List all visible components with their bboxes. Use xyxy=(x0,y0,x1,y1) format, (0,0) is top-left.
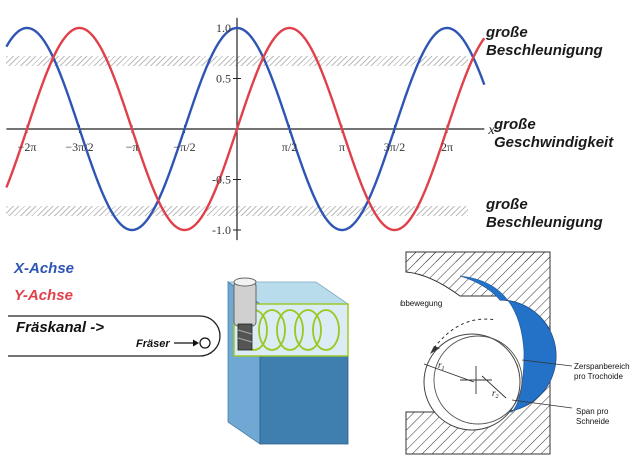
x-tick-label: −3π/2 xyxy=(65,140,93,154)
trochoid-coils xyxy=(240,309,340,351)
tool-shank xyxy=(233,281,257,327)
sine-cosine-plot: x −2π −3π/2 −π −π/2 π/2 π 3π/2 2π 1.0 0.5 -0.5 -1.0 xyxy=(5,17,496,241)
annotation-bottom-line2: Beschleunigung xyxy=(486,214,603,231)
tool-circle-inner xyxy=(433,335,523,425)
x-tick-label: −2π xyxy=(18,140,37,154)
annotation-mid-line2: Geschwindigkeit xyxy=(494,134,614,151)
feed-arc xyxy=(433,318,497,349)
tool-flute-line xyxy=(237,337,253,343)
cos-curve xyxy=(5,26,486,232)
annotation-top: große Beschleunigung xyxy=(486,24,603,60)
plot-labels: x −2π −3π/2 −π −π/2 π/2 π 3π/2 2π 1.0 0.5 -0.5 -1.0 xyxy=(18,21,496,237)
tool-flute-line xyxy=(237,329,253,335)
tool-flutes xyxy=(237,323,253,351)
feed-label: Vorschubbewegung xyxy=(400,299,442,308)
chip-label-line2: Schneide xyxy=(576,417,610,426)
cut-area-label-line1: Zerspanbereich xyxy=(574,362,630,371)
annotation-bottom: große Beschleunigung xyxy=(486,196,603,232)
annotation-bottom-line1: große xyxy=(486,196,528,213)
workpiece-block-3d xyxy=(226,277,350,445)
cutter-circle xyxy=(199,337,211,349)
y-tick-label: -1.0 xyxy=(212,223,231,237)
chip-label-line1: Span pro xyxy=(576,407,609,416)
cut-area-label-line2: pro Trochoide xyxy=(574,372,623,381)
annotation-top-line2: Beschleunigung xyxy=(486,42,603,59)
x-tick-label: π xyxy=(339,140,345,154)
annotation-top-line1: große xyxy=(486,24,528,41)
x-axis-label: x xyxy=(487,123,495,138)
chip-leader xyxy=(511,399,573,409)
y-tick-label: 1.0 xyxy=(216,21,231,35)
annotation-middle: große Geschwindigkeit xyxy=(494,116,613,152)
x-tick-label: 3π/2 xyxy=(384,140,405,154)
cutting-detail-diagram: Vorschubbewegung r1 r2 Zerspanbereich pr… xyxy=(400,251,630,455)
y-tick-label: -0.5 xyxy=(212,173,231,187)
cut-area-blue xyxy=(459,275,557,413)
cutter-arrow-head xyxy=(193,339,199,347)
legend-x-axis: X-Achse xyxy=(14,260,75,277)
x-tick-label: 2π xyxy=(441,140,453,154)
tool-circle-outer xyxy=(423,333,521,431)
milling-channel-sketch: Fräskanal -> Fräser xyxy=(8,315,221,357)
channel-label: Fräskanal -> xyxy=(16,319,104,336)
feed-arrow-head xyxy=(430,346,440,354)
y-tick-label: 0.5 xyxy=(216,72,231,86)
upper-wall xyxy=(406,252,550,262)
tool-shank-top xyxy=(233,277,257,287)
plot-axes xyxy=(6,17,485,241)
cutter-label: Fräser xyxy=(136,338,170,350)
sin-curve xyxy=(5,26,486,232)
r2-label: r2 xyxy=(492,388,499,400)
channel-outline xyxy=(8,315,221,357)
x-tick-label: −π/2 xyxy=(173,140,195,154)
cut-area-leader xyxy=(521,359,573,367)
annotation-mid-line1: große xyxy=(494,116,536,133)
x-tick-label: π/2 xyxy=(282,140,297,154)
radius-r1-line xyxy=(423,363,475,383)
plot-series xyxy=(5,26,486,232)
r1-label: r1 xyxy=(438,360,445,372)
legend-y-axis: Y-Achse xyxy=(14,287,73,304)
x-tick-label: −π xyxy=(126,140,139,154)
